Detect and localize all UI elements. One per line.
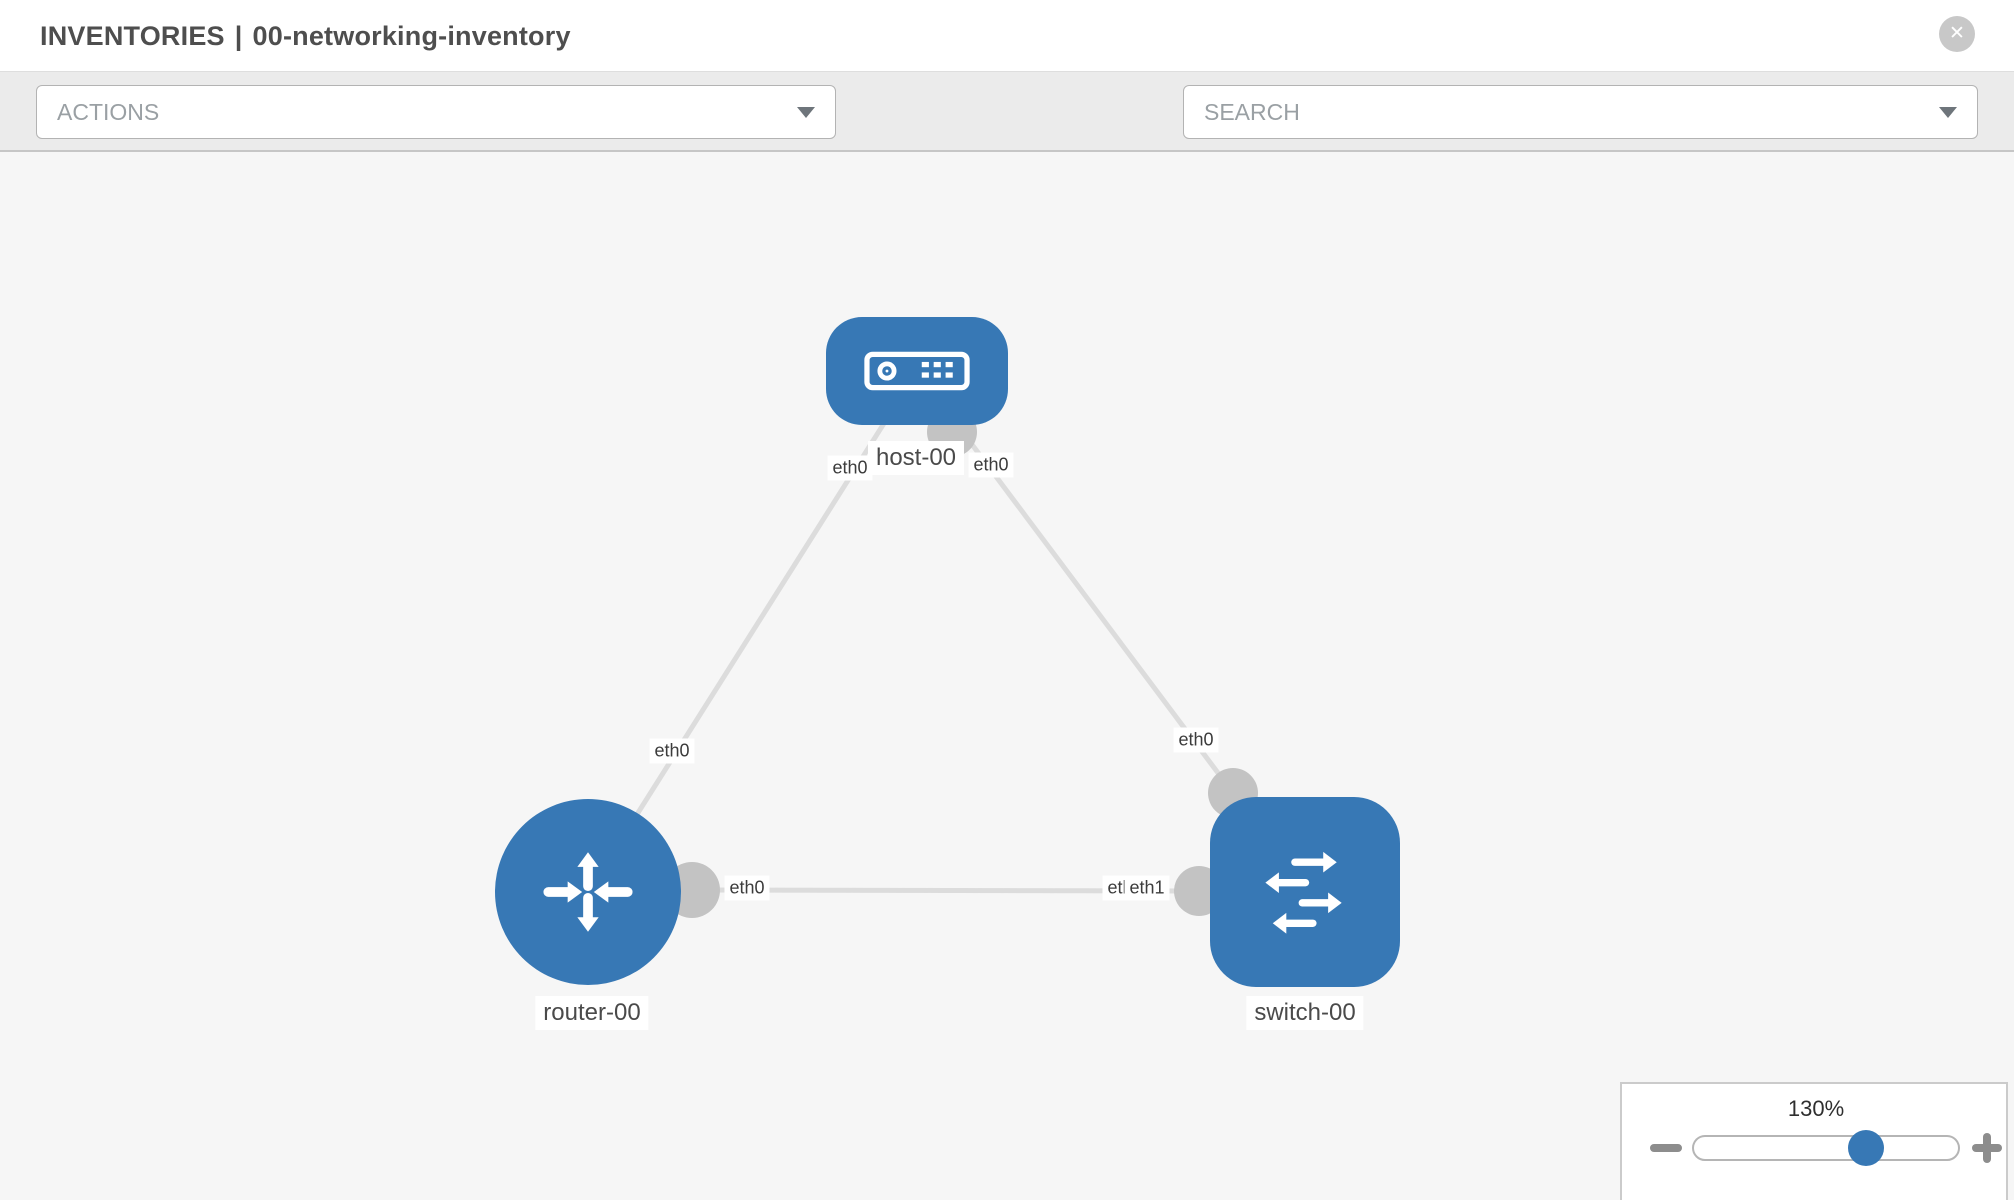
actions-dropdown-label: ACTIONS [57, 98, 160, 125]
zoom-panel: 130% [1620, 1082, 2008, 1200]
host-icon [864, 351, 970, 391]
iface-label-host-switch-low: eth0 [1173, 727, 1219, 753]
node-host-00[interactable] [826, 317, 1008, 425]
chevron-down-icon [1939, 106, 1957, 118]
chevron-down-icon [797, 106, 815, 118]
header: INVENTORIES | 00-networking-inventory ✕ [0, 0, 2014, 72]
zoom-slider-track[interactable] [1692, 1135, 1960, 1161]
node-switch-00[interactable] [1210, 797, 1400, 987]
node-label-router: router-00 [535, 996, 649, 1030]
iface-label-router-switch-left: eth0 [724, 875, 770, 901]
actions-dropdown[interactable]: ACTIONS [36, 85, 836, 139]
zoom-level-value: 130% [1787, 1096, 1845, 1121]
zoom-out-button[interactable] [1650, 1144, 1682, 1152]
zoom-in-button[interactable] [1972, 1133, 2002, 1163]
topology-links-layer [585, 369, 1258, 918]
switch-icon [1265, 851, 1342, 934]
iface-label-router-host-mid: eth0 [649, 738, 695, 764]
topology-canvas[interactable]: host-00 router-00 switch-00 eth0 eth0 et… [0, 152, 2014, 1200]
node-router-00[interactable] [495, 799, 681, 985]
page-title: INVENTORIES | 00-networking-inventory [40, 0, 571, 72]
iface-label-host-left: eth0 [827, 455, 873, 481]
iface-label-router-switch-right-front: eth1 [1124, 875, 1170, 901]
router-icon [543, 852, 633, 932]
search-dropdown[interactable] [1183, 85, 1978, 139]
toolbar: ACTIONS [0, 72, 2014, 198]
close-icon[interactable]: ✕ [1939, 16, 1975, 52]
search-input[interactable] [1204, 98, 1939, 126]
node-label-host: host-00 [867, 441, 965, 475]
page-title-inventory-name: 00-networking-inventory [252, 21, 571, 51]
page-title-separator: | [234, 21, 243, 51]
page-title-section: INVENTORIES [40, 21, 225, 51]
node-label-switch: switch-00 [1246, 996, 1364, 1030]
iface-label-host-right: eth0 [968, 452, 1014, 478]
zoom-slider-thumb[interactable] [1848, 1130, 1884, 1166]
